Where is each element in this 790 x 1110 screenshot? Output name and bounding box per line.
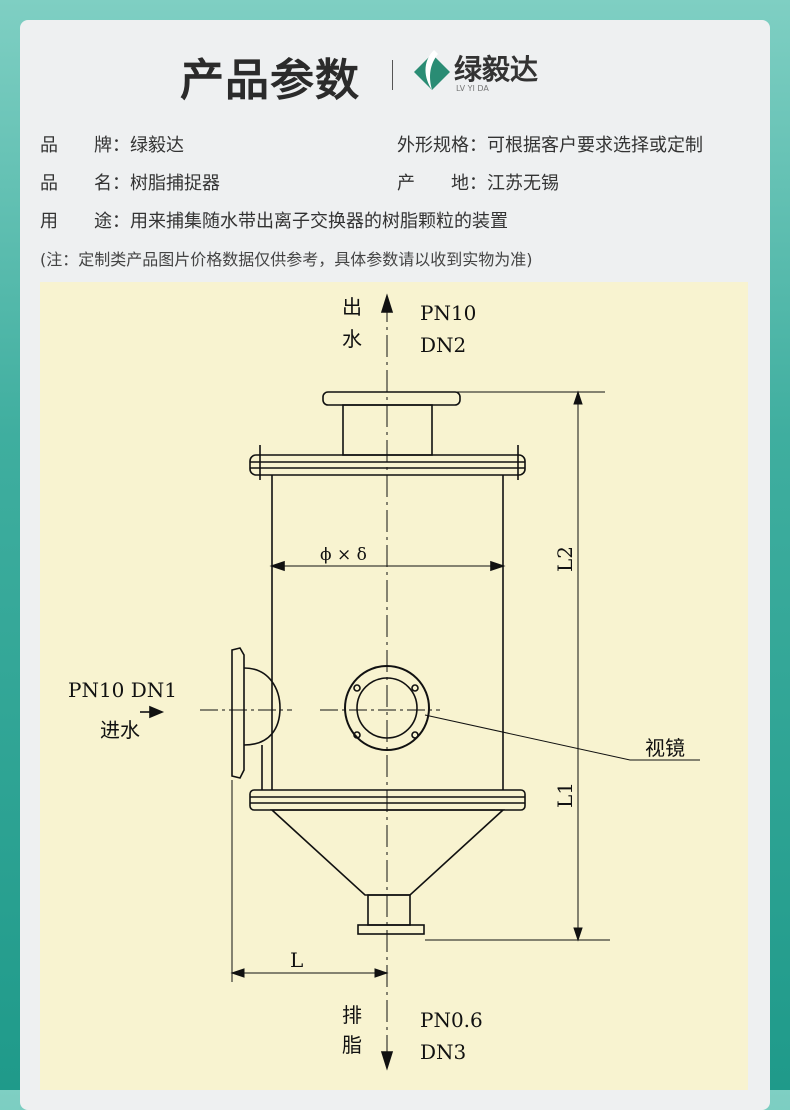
page-title: 产品参数 — [180, 55, 360, 106]
l1-label: L1 — [553, 782, 577, 808]
upper-flange — [249, 445, 526, 480]
outlet-char-1: 出 — [342, 295, 362, 319]
leaf-logo-icon — [414, 50, 450, 90]
divider — [392, 60, 393, 90]
drain-arrow-icon — [380, 1051, 394, 1071]
sight-glass-leader — [424, 714, 700, 761]
brand-sub: LV YI DA — [456, 84, 489, 93]
drain-char-1: 排 — [342, 1003, 362, 1027]
spec-size: 外形规格：可根据客户要求选择或定制 — [397, 135, 703, 156]
sight-glass — [344, 665, 430, 751]
spec-name: 品 名：树脂捕捉器 — [40, 173, 220, 194]
spec-usage: 用 途：用来捕集随水带出离子交换器的树脂颗粒的装置 — [40, 211, 508, 232]
bottom-flange — [357, 924, 425, 935]
brand-name: 绿毅达 — [454, 53, 539, 86]
outlet-dn: DN2 — [420, 333, 466, 357]
outlet-arrow-icon — [380, 293, 394, 313]
inlet-spec: PN10 DN1 — [68, 678, 177, 702]
sight-glass-label: 视镜 — [645, 736, 685, 760]
inlet-label: 进水 — [100, 718, 140, 742]
outlet-char-2: 水 — [342, 327, 362, 351]
inlet-nozzle — [231, 647, 281, 790]
inlet-arrow-icon — [140, 705, 165, 719]
phi-label: ϕ × δ — [320, 545, 367, 565]
height-dimension — [425, 390, 610, 942]
technical-drawing: 出 水 PN10 DN2 PN10 DN1 进水 视镜 ϕ × δ L2 L1 … — [40, 282, 748, 1090]
spec-brand: 品 牌：绿毅达 — [40, 135, 184, 156]
drain-char-2: 脂 — [342, 1033, 362, 1057]
l2-label: L2 — [553, 546, 577, 572]
brand-logo: 绿毅达 LV YI DA — [412, 48, 538, 98]
spec-origin: 产 地：江苏无锡 — [397, 173, 559, 194]
drain-pn: PN0.6 — [420, 1008, 483, 1032]
top-flange — [322, 391, 461, 406]
outlet-pn: PN10 — [420, 301, 476, 325]
phi-dimension — [269, 560, 506, 572]
drain-dn: DN3 — [420, 1040, 466, 1064]
l-label: L — [290, 948, 303, 972]
length-dimension — [230, 780, 389, 982]
disclaimer-note: (注：定制类产品图片价格数据仅供参考，具体参数请以收到实物为准) — [40, 250, 533, 269]
bottom-pipe — [367, 894, 411, 926]
